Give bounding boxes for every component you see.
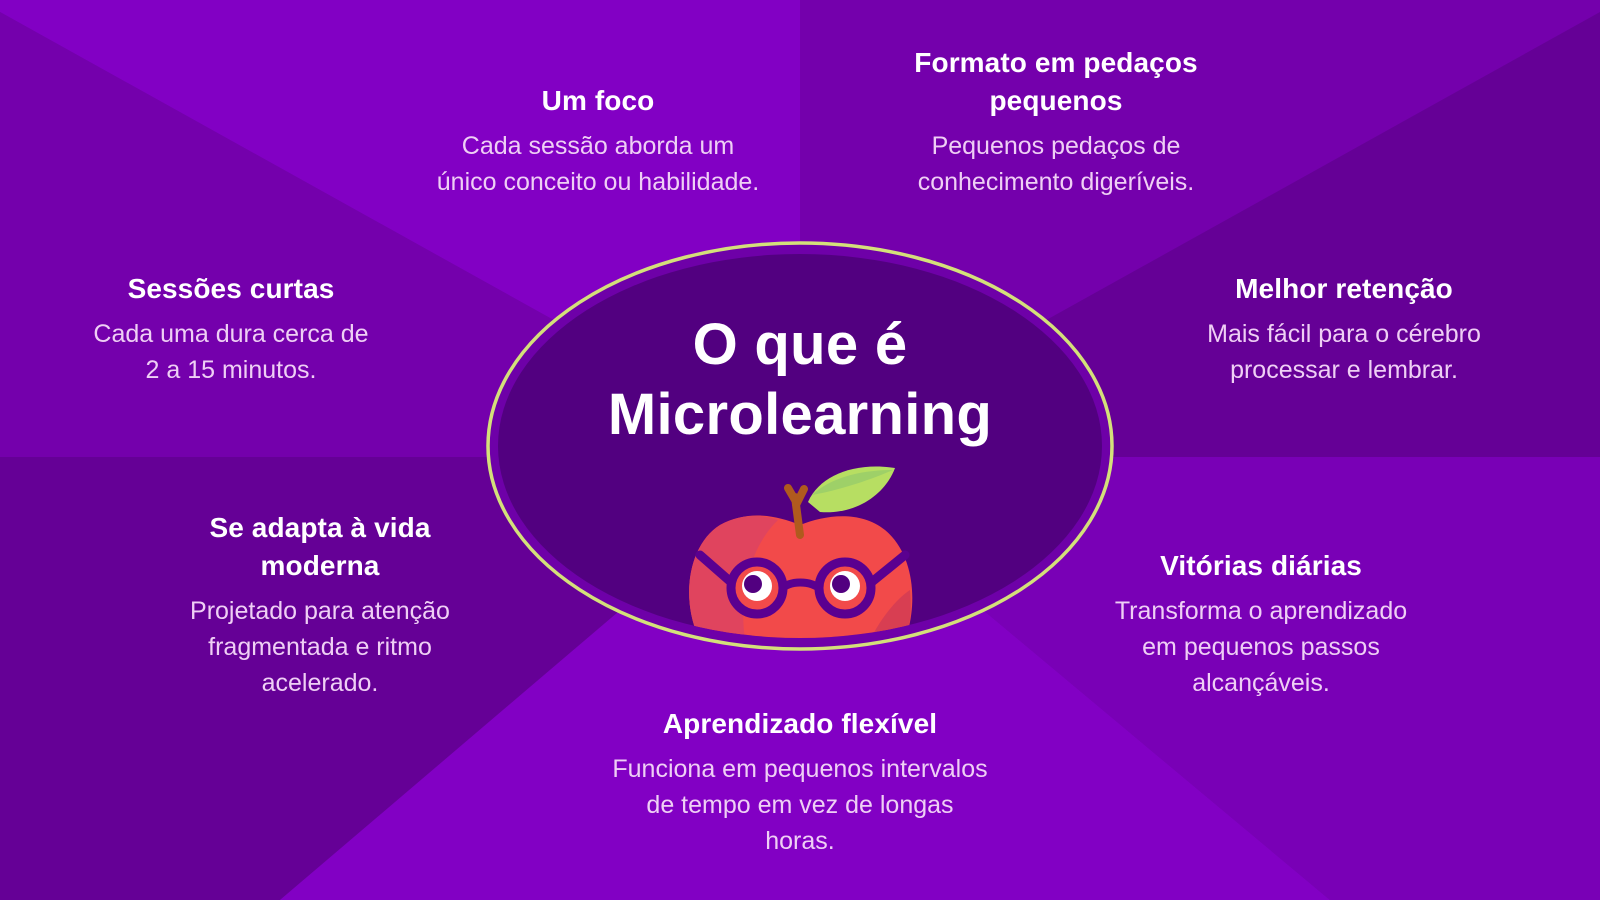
item-sessoes-curtas: Sessões curtas Cada uma dura cerca de 2 …: [41, 270, 421, 388]
item-title: Vitórias diárias: [1160, 550, 1362, 581]
item-description: Pequenos pedaços de conhecimento digerív…: [917, 132, 1195, 196]
item-formato-pedacos: Formato em pedaços pequenos Pequenos ped…: [846, 44, 1266, 200]
item-description: Cada uma dura cerca de 2 a 15 minutos.: [93, 320, 369, 384]
item-description: Mais fácil para o cérebro processar e le…: [1207, 320, 1481, 384]
main-title-line1: O que é: [692, 312, 908, 377]
item-description: Projetado para atenção fragmentada e rit…: [190, 597, 450, 697]
item-description: Transforma o aprendizado em pequenos pas…: [1114, 597, 1408, 697]
item-title: Sessões curtas: [127, 273, 335, 304]
item-title: Um foco: [541, 85, 655, 116]
item-aprendizado-flexivel: Aprendizado flexível Funciona em pequeno…: [560, 705, 1040, 859]
item-title: Aprendizado flexível: [662, 708, 938, 739]
item-title: Melhor retenção: [1235, 273, 1453, 304]
item-vida-moderna: Se adapta à vida moderna Projetado para …: [130, 509, 510, 701]
item-um-foco: Um foco Cada sessão aborda um único conc…: [388, 82, 808, 200]
item-title: Se adapta à vida moderna: [209, 512, 431, 581]
item-melhor-retencao: Melhor retenção Mais fácil para o cérebr…: [1154, 270, 1534, 388]
main-title-line2: Microlearning: [607, 382, 993, 447]
item-vitorias-diarias: Vitórias diárias Transforma o aprendizad…: [1071, 547, 1451, 701]
main-title: O que é Microlearning: [608, 310, 992, 450]
item-title: Formato em pedaços pequenos: [914, 47, 1198, 116]
item-description: Cada sessão aborda um único conceito ou …: [436, 132, 760, 196]
item-description: Funciona em pequenos intervalos de tempo…: [612, 755, 988, 855]
